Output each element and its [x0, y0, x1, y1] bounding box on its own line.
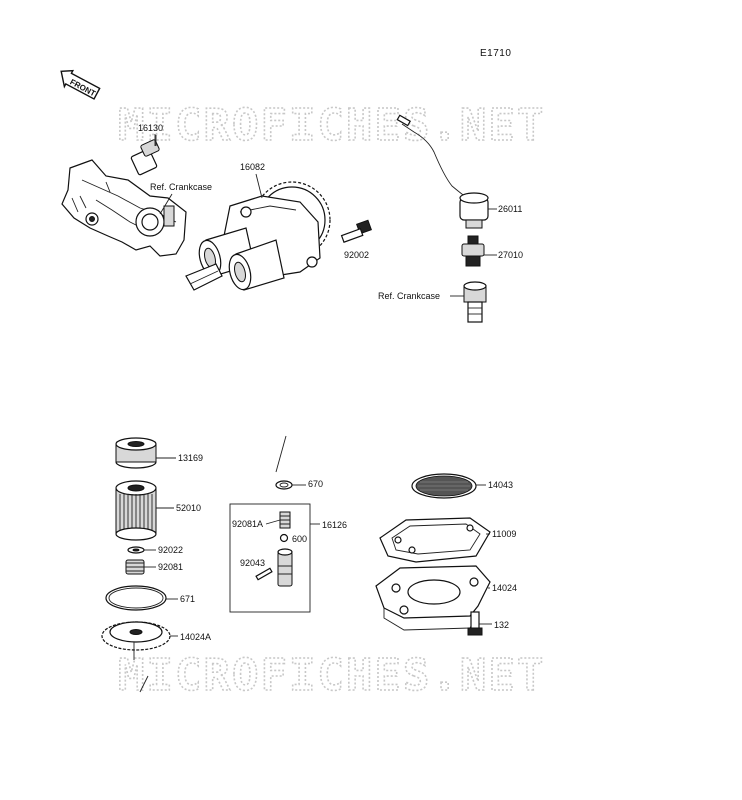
label-11009: 11009 [492, 529, 516, 539]
gasket-11009 [379, 517, 491, 563]
label-14024A: 14024A [180, 632, 211, 642]
ball-600 [279, 533, 289, 543]
label-16130: 16130 [138, 123, 163, 133]
filter-cap-13169 [115, 437, 157, 469]
bolt-92002 [340, 219, 372, 243]
label-26011: 26011 [498, 204, 522, 214]
spring-92081A [279, 511, 291, 529]
o-ring-670 [275, 480, 293, 490]
oil-screen-14043 [411, 473, 477, 499]
watermark-bottom: MICROFICHES.NET [118, 650, 545, 701]
oil-pump-16082 [185, 181, 331, 291]
label-92081: 92081 [158, 562, 183, 572]
o-ring-671 [105, 585, 167, 611]
spring-92081 [125, 559, 145, 575]
label-52010: 52010 [176, 503, 201, 513]
oil-filter-52010 [115, 480, 157, 541]
crankcase-fragment [61, 159, 187, 257]
label-600: 600 [292, 534, 307, 544]
switch-cap-26011 [459, 192, 489, 229]
label-670: 670 [308, 479, 323, 489]
bolt-132 [467, 611, 483, 636]
label-14043: 14043 [488, 480, 513, 490]
label-92002: 92002 [344, 250, 369, 260]
label-671: 671 [180, 594, 195, 604]
filter-cover-14024A [101, 621, 171, 660]
kit-bracket-16126 [229, 503, 311, 613]
oil-pressure-switch-27010 [461, 235, 485, 267]
ref-crankcase-top: Ref. Crankcase [150, 182, 212, 192]
ref-crankcase-right: Ref. Crankcase [378, 291, 440, 301]
washer-92022 [127, 546, 145, 554]
label-13169: 13169 [178, 453, 203, 463]
watermark-top: MICROFICHES.NET [118, 100, 545, 151]
label-27010: 27010 [498, 250, 523, 260]
relief-valve-body [277, 548, 293, 587]
label-14024: 14024 [492, 583, 517, 593]
label-92043: 92043 [240, 558, 265, 568]
oil-pressure-switch-lead [396, 114, 471, 201]
label-16126: 16126 [322, 520, 347, 530]
label-16082: 16082 [240, 162, 265, 172]
pin-92043 [255, 567, 273, 581]
label-92022: 92022 [158, 545, 183, 555]
label-92081A: 92081A [232, 519, 263, 529]
diagram-id: E1710 [480, 48, 511, 59]
pump-cover-14024 [375, 565, 491, 631]
front-arrow-icon: FRONT [60, 69, 101, 100]
crankcase-boss [463, 281, 487, 323]
label-132: 132 [494, 620, 509, 630]
